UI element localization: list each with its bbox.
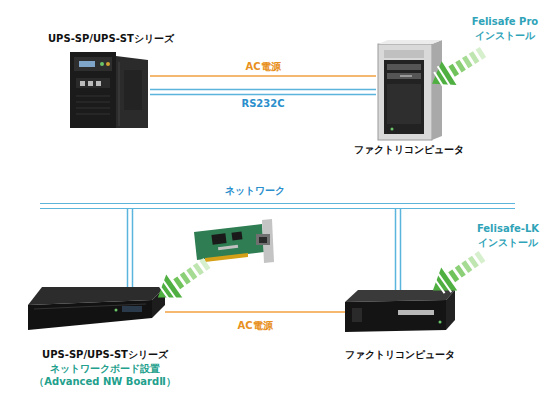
connector-line — [132, 209, 134, 287]
install-arrow — [425, 40, 491, 96]
install-arrow — [150, 252, 215, 309]
board-note: ネットワークボード設置 — [15, 363, 195, 375]
device-name: ファクトリコンピュータ — [315, 349, 485, 361]
connector-line — [127, 209, 129, 287]
software-name: Felisafe-LK — [448, 223, 555, 235]
software-name: Felisafe Pro — [445, 16, 555, 28]
connector — [150, 90, 376, 95]
connector-line — [150, 89, 376, 91]
connector-line — [150, 94, 376, 96]
connector-line — [400, 209, 402, 290]
network-bus: ネットワーク — [40, 203, 515, 209]
network-board — [194, 219, 274, 263]
install-note: インストール — [445, 30, 555, 42]
connector-line — [150, 75, 376, 77]
connector — [150, 76, 376, 77]
connector-label: AC電源 — [213, 61, 313, 73]
connector-line — [395, 209, 397, 290]
computer-node: ファクトリコンピュータ — [376, 40, 442, 140]
install-note: インストール — [448, 237, 555, 249]
computer-node: ファクトリコンピュータ — [345, 290, 455, 332]
device-name: ファクトリコンピュータ — [336, 144, 482, 156]
connector-label: AC電源 — [205, 320, 305, 332]
rack-ups — [28, 287, 165, 330]
connector — [128, 209, 133, 287]
ups-node: UPS-SP/UPS-STシリーズネットワークボード設置（Advanced NW… — [30, 287, 165, 332]
ups-node: UPS-SP/UPS-STシリーズ — [68, 50, 150, 128]
connector-label: RS232C — [213, 98, 313, 110]
device-name: UPS-SP/UPS-STシリーズ — [15, 349, 195, 361]
connector-line — [165, 311, 345, 313]
board-model: （Advanced NW BoardⅡ） — [15, 376, 195, 388]
rack-computer — [345, 290, 455, 332]
device-name: UPS-SP/UPS-STシリーズ — [48, 33, 218, 45]
install-arrow — [425, 245, 490, 302]
connector — [396, 209, 401, 290]
tower-computer — [378, 40, 442, 140]
ups-tower — [70, 52, 148, 128]
network-name: ネットワーク — [200, 185, 310, 197]
connector — [165, 312, 345, 313]
